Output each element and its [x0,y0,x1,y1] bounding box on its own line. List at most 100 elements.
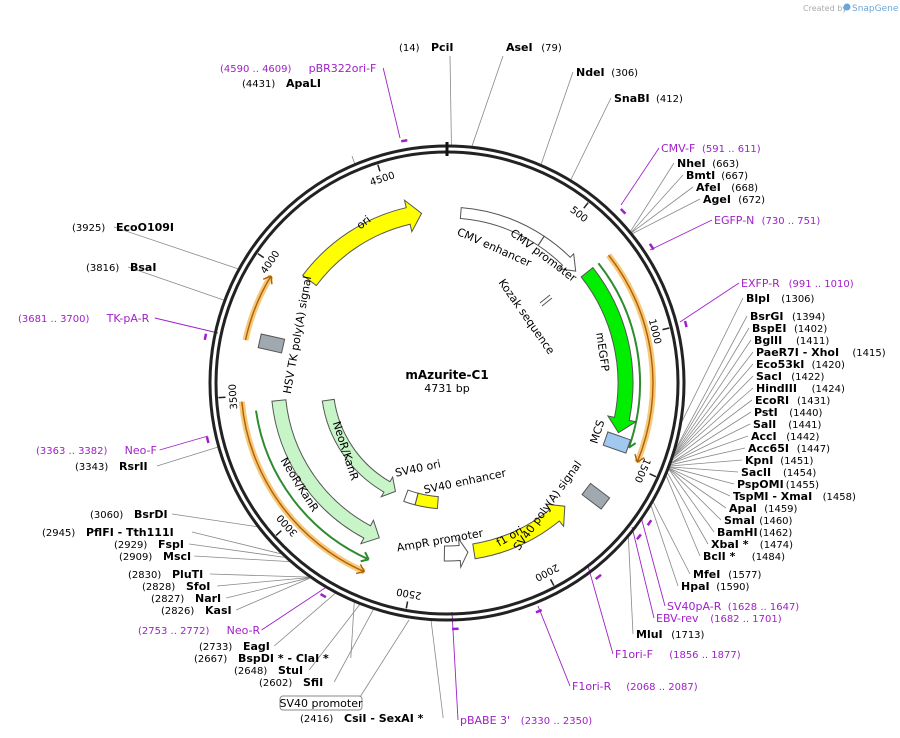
tick-4000 [257,253,265,259]
enzyme-leader-line [351,155,356,164]
enzyme-pos: (2909) [119,552,152,563]
plasmid-length: 4731 bp [424,382,469,395]
feature-label-sv40-poly-a-signal: SV40 poly(A) signal [511,458,585,553]
enzyme-leader-line [449,55,452,146]
enzyme-name: SfoI [186,580,210,593]
enzyme-leader-line [627,537,634,635]
neor-orf-arrow-icon [355,564,366,575]
kozak-label: Kozak sequence [496,277,558,357]
enzyme-stui: (2648)StuI [234,664,303,677]
enzyme-name: SalI [753,418,776,431]
enzyme-psti: PstI(1440) [754,406,823,419]
enzyme-pos: (3060) [90,510,123,521]
enzyme-name: EcoO109I [116,221,174,234]
tick-label-2000: 2000 [533,561,561,583]
enzyme-name: SnaBI [614,92,650,105]
enzyme-leader-line [669,466,735,485]
kozak-marker [539,294,553,307]
enzyme-name: NheI [677,157,706,170]
primer-range: (1682 .. 1701) [710,614,782,625]
enzyme-pos: (1455) [786,480,819,491]
enzyme-leader-line [668,468,727,509]
enzyme-name: HindIII [756,382,797,395]
enzyme-leader-line [669,466,739,473]
enzyme-asei: AseI(79) [506,41,562,54]
primer-leader-line [537,605,571,687]
enzyme-acc65i: Acc65I(1447) [748,442,830,455]
enzyme-pos: (1441) [788,420,821,431]
enzyme-eco53ki: Eco53kI (1420) [756,358,845,371]
enzyme-pos: (1460) [759,516,792,527]
enzyme-apai: ApaI (1459) [729,502,798,515]
primer-arc-neo-r [319,592,327,599]
enzyme-agei: AgeI(672) [703,193,765,206]
enzyme-name: XbaI * [711,538,749,551]
primer-arc-egfp-n [648,243,655,251]
enzyme-pos: (14) [399,43,420,54]
enzyme-ndei: NdeI(306) [576,66,638,79]
enzyme-ecoo109i: (3925)EcoO109I [72,221,174,234]
enzyme-leader-line [189,543,286,558]
feature-sv40-enhancer [403,489,419,506]
enzyme-leader-line [308,604,361,671]
primer-name: Neo-R [227,624,261,637]
primer-leader-line [620,147,660,206]
sv40-promoter-callout: SV40 promoter [279,695,363,711]
enzyme-name: ApaI [729,502,757,515]
enzyme-kpni: KpnI(1451) [745,454,814,467]
enzyme-eagi: (2733)EagI [199,640,270,653]
enzyme-pos: (1459) [764,504,797,515]
primer-range: (1628 .. 1647) [728,602,800,613]
snapgene-logo-icon [843,3,851,11]
enzyme-pos: (667) [721,171,748,182]
tick-2500 [405,601,409,609]
feature-neor-kanr [271,399,380,545]
primer-name: F1ori-F [615,648,653,661]
leader-lines [113,55,754,721]
enzyme-apali: (4431)ApaLI [242,77,321,90]
enzyme-name: BmtI [686,169,715,182]
enzyme-pos: (1306) [781,294,814,305]
enzyme-pos: (1402) [794,324,827,335]
enzyme-name: NdeI [576,66,605,79]
enzyme-paer7i-xhoi: PaeR7I - XhoI(1415) [756,346,886,359]
enzyme-leader-line [673,339,752,455]
feature-sv40-poly-a-signal [581,482,611,510]
enzyme-pos: (1420) [812,360,845,371]
enzyme-pos: (1590) [716,582,749,593]
enzyme-name: PflFI - Tth111I [86,526,174,539]
neor-green-arrow-icon [360,551,370,563]
feature-ampr-promoter [443,537,469,570]
enzyme-pos: (1431) [797,396,830,407]
enzyme-leader-line [652,501,691,575]
hsv-orf-line [244,275,272,341]
enzyme-name: Eco53kI [756,358,804,371]
watermark-prefix: Created by [803,4,847,13]
feature-ori [302,198,423,287]
enzyme-name: PluTI [172,568,203,581]
primer-range: (4590 .. 4609) [220,64,292,75]
primer-leader-line [159,435,209,451]
enzyme-name: AccI [751,430,777,443]
enzyme-pos: (668) [731,183,758,194]
enzyme-bsrgi: BsrGI(1394) [750,310,825,323]
enzyme-bspdi-clai: (2667)BspDI * - ClaI * [194,652,329,665]
enzyme-leader-line [673,351,754,456]
enzyme-pos: (2667) [194,654,227,665]
enzyme-name: BglII [754,334,782,347]
primer-f1ori-r: F1ori-R(2068 .. 2087) [572,680,698,693]
enzyme-leader-line [671,411,752,464]
primer-range: (1856 .. 1877) [669,650,741,661]
enzyme-pos: (1474) [760,540,793,551]
enzyme-leader-line [226,577,311,599]
enzyme-saci: SacI(1422) [756,370,825,383]
enzyme-pos: (1394) [792,312,825,323]
enzyme-name: BamHI [717,526,758,539]
feature-label-megfp: mEGFP [593,332,611,373]
primer-leader-line [649,219,713,251]
enzyme-name: AfeI [696,181,721,194]
enzyme-leader-line [681,297,744,422]
enzyme-pos: (2648) [234,666,267,677]
enzyme-pos: (1447) [797,444,830,455]
primer-arc-sv40pa-r [646,519,653,526]
